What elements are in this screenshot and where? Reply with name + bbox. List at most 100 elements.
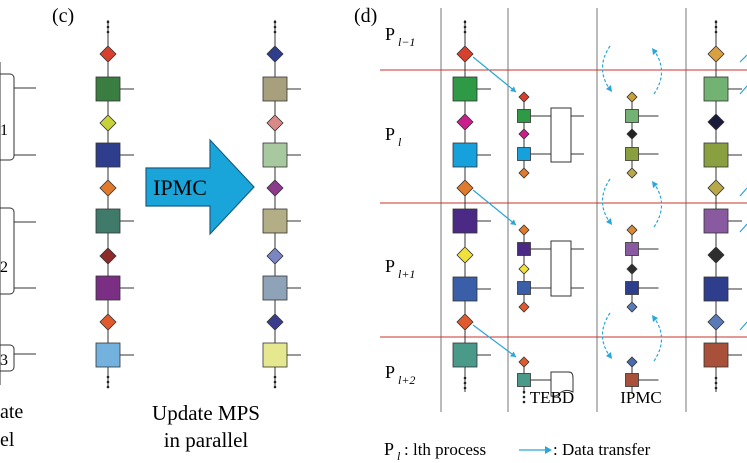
data-transfer-arrowhead [510,219,516,225]
panel-b-label-3: 3 [0,352,8,369]
data-transfer-arrows [472,56,517,358]
ipmc-arc-arrowhead [606,352,612,359]
square-tensor [703,208,729,234]
ellipsis-dot [714,376,718,380]
ellipsis-dot [714,20,718,24]
tebd-gate [550,107,572,163]
diamond-tensor [99,179,117,197]
legend: P l : lth process : Data transfer [384,439,651,463]
diamond-tensor [626,167,638,179]
ellipsis-dot [106,375,110,379]
ellipsis-dot [714,381,718,385]
diamond-tensor [518,91,530,103]
ipmc-arc-arrowhead [652,315,658,322]
process-label-sub: l+2 [398,373,415,387]
data-transfer-arrow [739,321,747,331]
panel-b-fragment: 1 2 3 ate el [0,62,36,451]
square-tensor [452,276,478,302]
tebd-gate [550,371,574,397]
process-label-lplus1: P l+1 [385,256,415,281]
ipmc-arc-arrowhead [652,48,658,55]
square-tensor [452,208,478,234]
ellipsis-dot [273,20,277,24]
diamond-tensor [707,246,725,264]
data-transfer-arrow [739,187,747,197]
data-transfer-arrowhead [510,351,516,357]
ellipsis-dot [463,381,467,385]
data-transfer-arrow [472,324,517,358]
square-tensor [517,281,531,295]
tebd-column-label: TEBD [530,388,574,407]
data-transfer-arrow [739,85,747,95]
data-transfer-arrow [739,223,747,233]
ellipsis-dot [106,25,110,29]
process-label-l: P l [385,124,402,149]
diamond-tensor [518,263,530,275]
data-transfer-arrowhead [510,86,516,92]
panel-d-label: (d) [354,5,377,27]
diamond-tensor [99,247,117,265]
ellipsis-dot [714,25,718,29]
distributed-mps-chain [452,20,491,392]
ipmc-arc-arrowhead [606,218,612,225]
square-tensor [625,373,639,387]
square-tensor [703,276,729,302]
diamond-tensor [99,114,117,132]
panel-d: (d) P l−1 P l P l+1 P l+2 [354,5,747,463]
square-tensor [452,342,478,368]
tebd-column [517,91,584,404]
diamond-tensor [99,45,117,63]
legend-process-base: P [384,439,394,459]
diamond-tensor [266,114,284,132]
diamond-tensor [518,301,530,313]
ipmc-update-arc [651,180,663,228]
ellipsis-dot [273,375,277,379]
process-label-base: P [385,24,395,44]
square-tensor [95,76,121,102]
square-tensor [517,373,531,387]
ipmc-update-arc [601,178,613,226]
square-tensor [625,147,639,161]
panel-c-caption-line1: Update MPS [152,401,260,425]
square-tensor [262,142,288,168]
square-tensor [703,76,729,102]
ipmc-arc-arrowhead [652,181,658,188]
ellipsis-dot [522,400,526,404]
ipmc-update-arc [601,45,613,93]
panel-b-label-1: 1 [0,122,8,139]
diamond-tensor [456,113,474,131]
square-tensor [95,275,121,301]
diamond-tensor [456,179,474,197]
panel-b-bracket-2 [0,207,15,295]
ellipsis-dot [106,30,110,34]
ellipsis-dot [714,30,718,34]
process-label-sub: l−1 [398,35,415,49]
process-label-lplus2: P l+2 [385,362,415,387]
process-label-lminus1: P l−1 [385,24,415,49]
process-label-sub: l+1 [398,267,415,281]
square-tensor [703,342,729,368]
legend-process-sub: l [397,449,401,463]
data-transfer-arrow [739,54,747,63]
panel-b-label-2: 2 [0,259,8,276]
diamond-tensor [626,224,638,236]
ellipsis-dot [714,386,718,390]
square-tensor [517,147,531,161]
diamond-tensor [518,128,530,140]
square-tensor [452,76,478,102]
square-tensor [452,142,478,168]
ipmc-column [601,45,663,394]
square-tensor [95,342,121,368]
tebd-gate [550,240,572,297]
diamond-tensor [266,313,284,331]
square-tensor [517,109,531,123]
ellipsis-dot [463,25,467,29]
ellipsis-dot [106,380,110,384]
process-label-base: P [385,124,395,144]
diamond-tensor [518,167,530,179]
square-tensor [262,275,288,301]
square-tensor [703,142,729,168]
mps-chain-after [262,20,301,389]
square-tensor [517,242,531,256]
ellipsis-dot [273,380,277,384]
